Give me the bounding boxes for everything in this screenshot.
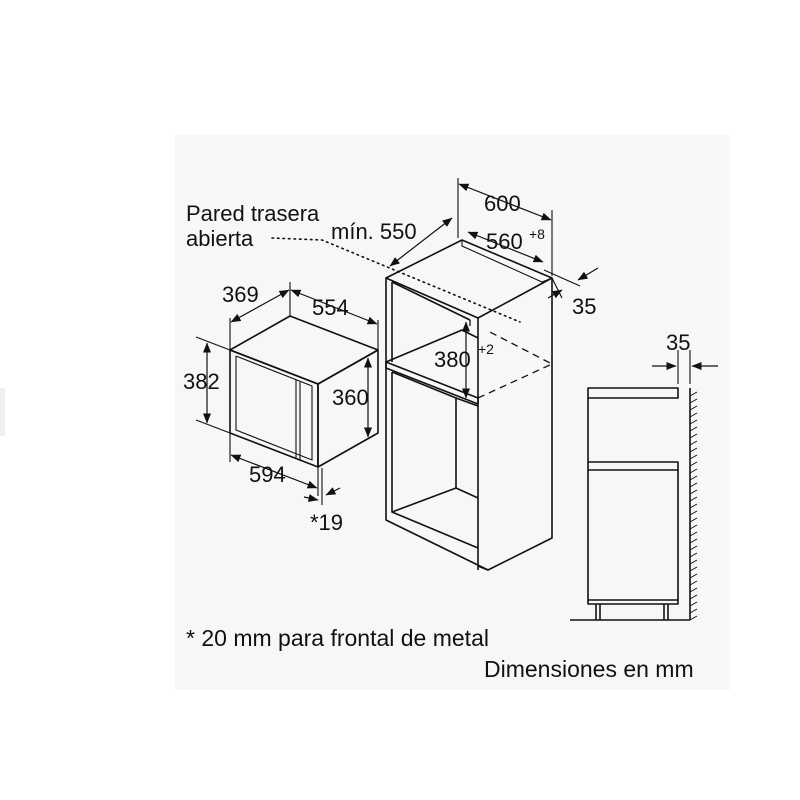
oven-inner-height-label: 360 <box>332 385 369 410</box>
cabinet-width-label: 600 <box>484 191 521 216</box>
metal-front-note: * 20 mm para frontal de metal <box>186 625 489 651</box>
microwave-dimensions <box>195 282 379 505</box>
diagram-panel <box>175 135 730 690</box>
oven-height-label: 382 <box>183 369 220 394</box>
side-view-drawing <box>570 387 698 621</box>
oven-width-top-label: 554 <box>312 295 349 320</box>
oven-depth-label: 369 <box>222 282 259 307</box>
units-note: Dimensiones en mm <box>484 656 694 682</box>
niche-height-tolerance: +2 <box>478 341 494 357</box>
front-offset-label: *19 <box>310 510 343 535</box>
side-view-offset-label: 35 <box>666 330 690 355</box>
wall-hatch-icon <box>689 391 698 621</box>
min-depth-label: mín. 550 <box>331 219 417 244</box>
niche-width-label: 560 <box>486 229 523 254</box>
rear-wall-leader <box>271 237 521 323</box>
rear-wall-label-line2: abierta <box>186 226 254 251</box>
cabinet-dimensions <box>389 178 599 399</box>
side-offset-label: 35 <box>572 294 596 319</box>
rear-wall-label-line1: Pared trasera <box>186 201 320 226</box>
oven-width-bottom-label: 594 <box>249 462 286 487</box>
side-view-dimensions <box>652 350 718 384</box>
niche-height-label: 380 <box>434 347 471 372</box>
niche-width-tolerance: +8 <box>529 226 545 242</box>
left-edge-tab <box>0 388 5 436</box>
